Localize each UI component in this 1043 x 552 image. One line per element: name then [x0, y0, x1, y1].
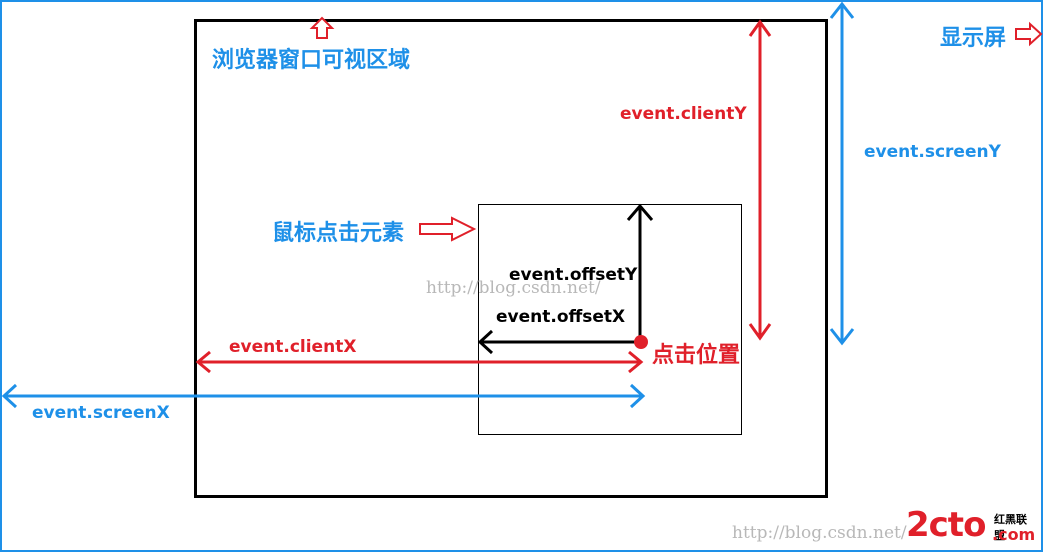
- logo-com-text: .com: [992, 525, 1036, 544]
- click-point-dot: [634, 335, 648, 349]
- display-pointer-arrow: [1015, 21, 1043, 47]
- logo-sub-text: 红黑联盟: [994, 513, 1027, 542]
- offsetx-arrow: [477, 329, 636, 355]
- clientx-label: event.clientX: [229, 337, 357, 357]
- clienty-label: event.clientY: [620, 104, 747, 124]
- browser-viewport-label: 浏览器窗口可视区域: [212, 48, 411, 73]
- watermark-center: http://blog.csdn.net/: [426, 278, 601, 298]
- offsety-label: event.offsetY: [509, 265, 638, 285]
- click-position-label: 点击位置: [652, 343, 741, 368]
- offsetx-label: event.offsetX: [496, 307, 626, 327]
- clienty-arrow: [748, 19, 772, 341]
- screenx-label: event.screenX: [32, 403, 170, 423]
- clicked-element-box: [478, 204, 742, 435]
- viewport-pointer-arrow: [309, 16, 335, 39]
- screenx-arrow: [1, 383, 646, 409]
- clientx-arrow: [195, 350, 644, 374]
- offsety-arrow: [626, 203, 654, 338]
- site-logo: 2cto 红黑联盟 .com: [906, 505, 1036, 547]
- browser-viewport-frame: [194, 19, 828, 498]
- logo-main-text: 2cto: [906, 505, 986, 545]
- click-element-label: 鼠标点击元素: [272, 221, 405, 246]
- display-label: 显示屏: [940, 26, 1007, 51]
- screeny-arrow: [829, 1, 855, 346]
- watermark-bottom: http://blog.csdn.net/: [732, 523, 907, 543]
- element-pointer-arrow: [419, 216, 477, 242]
- screeny-label: event.screenY: [864, 142, 1001, 162]
